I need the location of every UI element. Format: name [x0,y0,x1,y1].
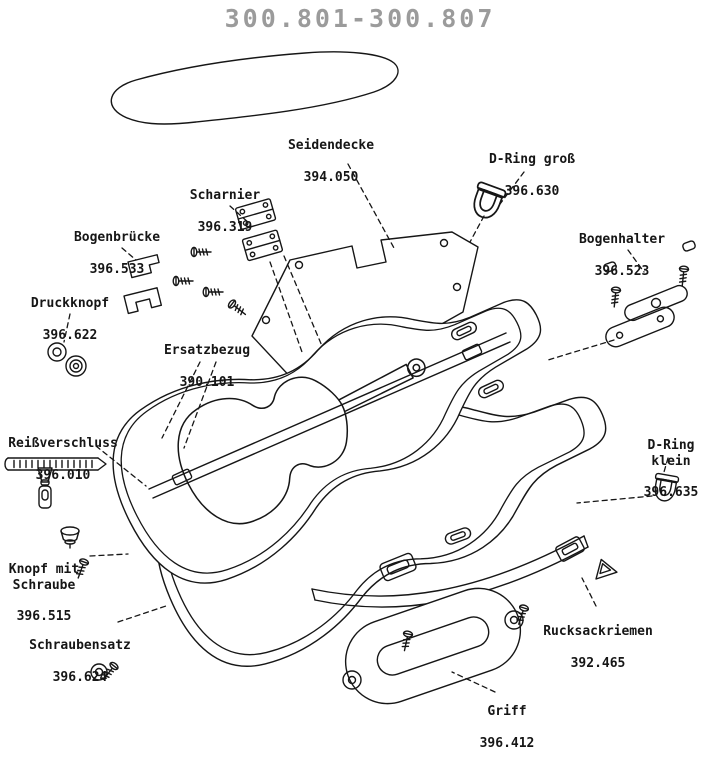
part-name: Griff [487,703,527,719]
label-reissverschluss: Reißverschluss 396.010 [8,420,118,499]
label-dring-gross: D-Ring groß 396.630 [489,136,575,215]
upper-shell-drawing [85,227,581,609]
zipper-drawing [4,457,107,509]
part-name: Ersatzbezug [163,342,251,358]
diagram-canvas [4,51,696,705]
part-number: 396.412 [479,735,535,751]
part-number: 392.465 [570,655,626,671]
snap-button-drawing [47,342,87,377]
label-rucksackriemen: Rucksackriemen 392.465 [543,608,653,687]
handle-drawing [342,587,530,705]
part-number: 396.515 [16,609,72,625]
page-title: 300.801-300.807 [224,4,496,33]
part-name: Schraubensatz [29,637,131,653]
label-druckknopf: Druckknopf 396.622 [31,280,109,359]
part-name: Knopf mit Schraube [8,561,80,593]
part-name: Scharnier [189,187,261,203]
part-number: 396.010 [35,467,91,483]
part-number: 396.622 [42,327,98,343]
label-griff: Griff 396.412 [480,688,535,767]
part-name: Bogenhalter [578,231,666,247]
part-number: 396.533 [89,261,145,277]
label-schraubensatz: Schraubensatz 396.624 [29,622,131,701]
part-name: Bogenbrücke [73,229,161,245]
part-name: Reißverschluss [8,435,118,451]
label-scharnier: Scharnier 396.319 [190,172,260,251]
knob-screw-drawing [60,526,90,581]
part-name: D-Ring klein [647,437,695,469]
part-number: 396.635 [643,485,699,501]
backpack-strap-drawing [555,536,618,580]
label-dring-klein: D-Ring klein 396.635 [644,422,699,517]
part-number: 396.624 [52,669,108,685]
label-knopf-mit-schraube: Knopf mit Schraube 396.515 [9,546,79,641]
bow-bridge-drawing [123,254,194,315]
part-name: Druckknopf [30,295,110,311]
part-number: 394.050 [303,169,359,185]
exploded-parts-diagram: 300.801-300.807 Seidendecke 394.050 D-Ri… [4,4,699,751]
part-name: Rucksackriemen [543,623,653,639]
label-bogenbruecke: Bogenbrücke 396.533 [74,214,160,293]
part-number: 396.319 [197,219,253,235]
silk-cover-drawing [110,51,399,125]
leader-lines [63,163,669,693]
part-name: Seidendecke [287,137,375,153]
part-name: D-Ring groß [488,151,576,167]
label-ersatzbezug: Ersatzbezug 390.101 [164,327,250,406]
hinge-drawing [190,198,284,319]
part-number: 396.630 [504,183,560,199]
bow-holder-drawing [603,240,696,348]
part-number: 390.101 [179,374,235,390]
label-bogenhalter: Bogenhalter 396.523 [579,216,665,295]
label-seidendecke: Seidendecke 394.050 [288,122,374,201]
part-number: 396.523 [594,263,650,279]
